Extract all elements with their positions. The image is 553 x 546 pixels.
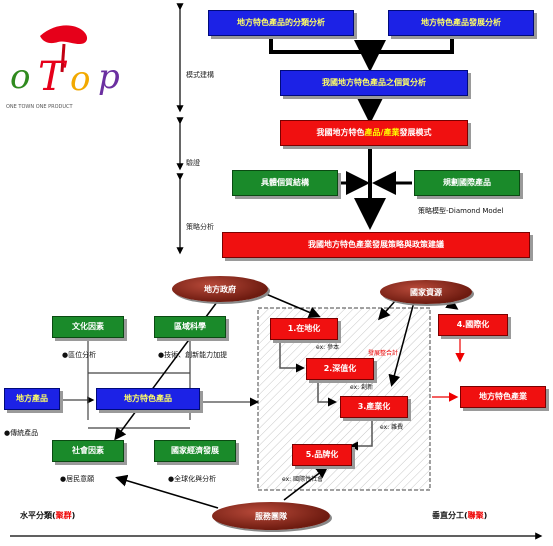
diamond-model-label: 策略模型-Diamond Model	[418, 207, 504, 215]
box-product-classification: 地方特色產品的分類分析	[208, 10, 354, 36]
note-ex-1: ex: 參本	[316, 344, 340, 351]
arrow-step1-step2	[279, 342, 305, 373]
svg-text:o: o	[70, 59, 90, 99]
note-tech: ●技術、創新能力加提	[158, 351, 228, 359]
box-strategy-recommendation: 我國地方特色產業發展策略與政策建議	[222, 232, 530, 258]
note-red: 發展整合計	[368, 350, 399, 357]
box-planning-products: 規劃國際產品	[414, 170, 520, 196]
box-individual-analysis: 我國地方特色產品之個質分析	[280, 70, 468, 96]
svg-text:ONE TOWN ONE PRODUCT: ONE TOWN ONE PRODUCT	[6, 104, 74, 110]
arrow-service-step5	[283, 466, 329, 501]
label-verify: 驗證	[186, 159, 200, 167]
box-concrete-structure: 具體個質結構	[232, 170, 338, 196]
box-culture: 文化因素	[52, 316, 124, 338]
note-global: ●全球化與分析	[168, 475, 217, 483]
label-model-building: 模式建構	[186, 71, 214, 79]
svg-text:T: T	[38, 54, 68, 100]
label-strategy: 策略分析	[186, 223, 214, 231]
svg-text:o: o	[10, 57, 30, 97]
arrow-service-left	[115, 474, 219, 509]
oval-national-resources: 國家資源	[380, 280, 472, 304]
box-step-deepening: 2.深值化	[306, 358, 374, 380]
note-residents: ●居民意願	[60, 475, 95, 483]
box-regional-science: 區域科學	[154, 316, 226, 338]
oval-service-team: 服務團隊	[212, 502, 330, 530]
svg-text:p: p	[98, 57, 120, 97]
arrow-gov-step1	[265, 293, 321, 319]
box-step-industrialization: 3.產業化	[340, 396, 408, 418]
axis-vertical-label: 垂直分工(聯聚)	[432, 511, 488, 520]
note-market: ●區位分析	[62, 351, 97, 359]
box-local-product: 地方產品	[4, 388, 60, 410]
box-step-branding: 5.品牌化	[292, 444, 352, 466]
arrow-step5-step3	[349, 418, 373, 451]
box-social: 社會因素	[52, 440, 124, 462]
note-ex-2: ex: 創新	[350, 384, 374, 391]
box-step-localization: 1.在地化	[270, 318, 338, 340]
box-local-special-product: 地方特色產品	[96, 388, 200, 410]
oval-local-government: 地方政府	[172, 276, 268, 302]
note-ex-4: ex: 國際性社會	[282, 476, 324, 483]
box-step-internationalization: 4.國際化	[438, 314, 508, 336]
arrow-resource-step2	[378, 299, 397, 321]
merge-line	[269, 38, 454, 54]
note-traditional: ●傳統產品	[4, 429, 39, 437]
note-ex-3: ex: 雜費	[380, 424, 404, 431]
arrow-resource-step3	[388, 301, 415, 387]
axis-horizontal-label: 水平分類(聚群)	[20, 511, 76, 520]
box-local-special-industry: 地方特色產業	[460, 386, 546, 408]
arrow-step2-step3	[317, 382, 337, 407]
box-economic-development: 國家經濟發展	[154, 440, 236, 462]
otop-logo: o T o p ONE TOWN ONE PRODUCT	[4, 14, 136, 112]
box-product-development: 地方特色產品發展分析	[388, 10, 534, 36]
box-development-model: 我國地方特色產品/產業發展模式	[280, 120, 468, 146]
